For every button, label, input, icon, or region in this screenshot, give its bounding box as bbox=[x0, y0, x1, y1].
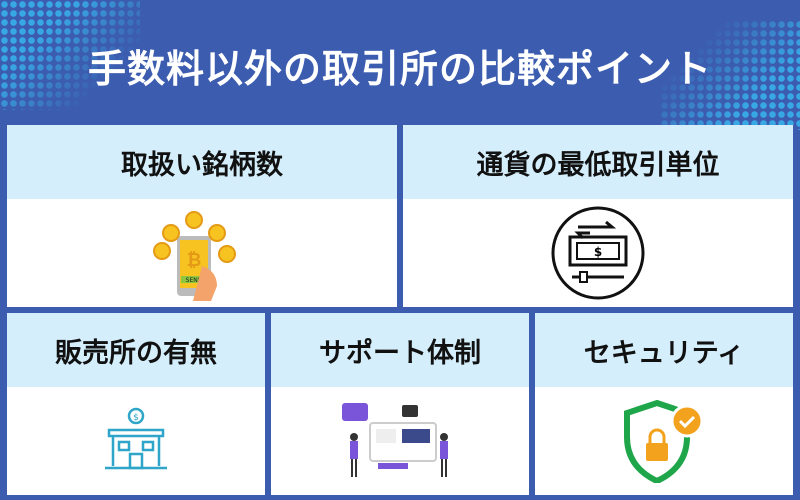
card-min-trade-unit: 通貨の最低取引単位 $ bbox=[403, 125, 793, 307]
card-support: サポート体制 bbox=[271, 313, 529, 495]
money-slider-icon: $ bbox=[551, 206, 645, 300]
svg-text:$: $ bbox=[133, 413, 139, 423]
card-title: セキュリティ bbox=[535, 313, 793, 387]
card-title: サポート体制 bbox=[271, 313, 529, 387]
card-coin-count: 取扱い銘柄数 ₿ SEND bbox=[7, 125, 397, 307]
svg-text:$: $ bbox=[594, 245, 602, 259]
page-title: 手数料以外の取引所の比較ポイント bbox=[87, 47, 712, 91]
decorative-dots bbox=[0, 0, 140, 110]
card-title: 販売所の有無 bbox=[7, 313, 265, 387]
svg-text:₿: ₿ bbox=[187, 250, 202, 271]
card-security: セキュリティ bbox=[535, 313, 793, 495]
support-people-icon bbox=[342, 403, 448, 477]
security-shield-icon bbox=[624, 399, 704, 483]
bank-building-icon: $ bbox=[105, 407, 167, 470]
decorative-dots bbox=[660, 20, 800, 130]
svg-text:SEND: SEND bbox=[186, 277, 203, 284]
card-title: 通貨の最低取引単位 bbox=[403, 125, 793, 199]
phone-coins-icon: ₿ SEND bbox=[153, 210, 236, 301]
card-title: 取扱い銘柄数 bbox=[7, 125, 397, 199]
card-sales-office: 販売所の有無 $ bbox=[7, 313, 265, 495]
